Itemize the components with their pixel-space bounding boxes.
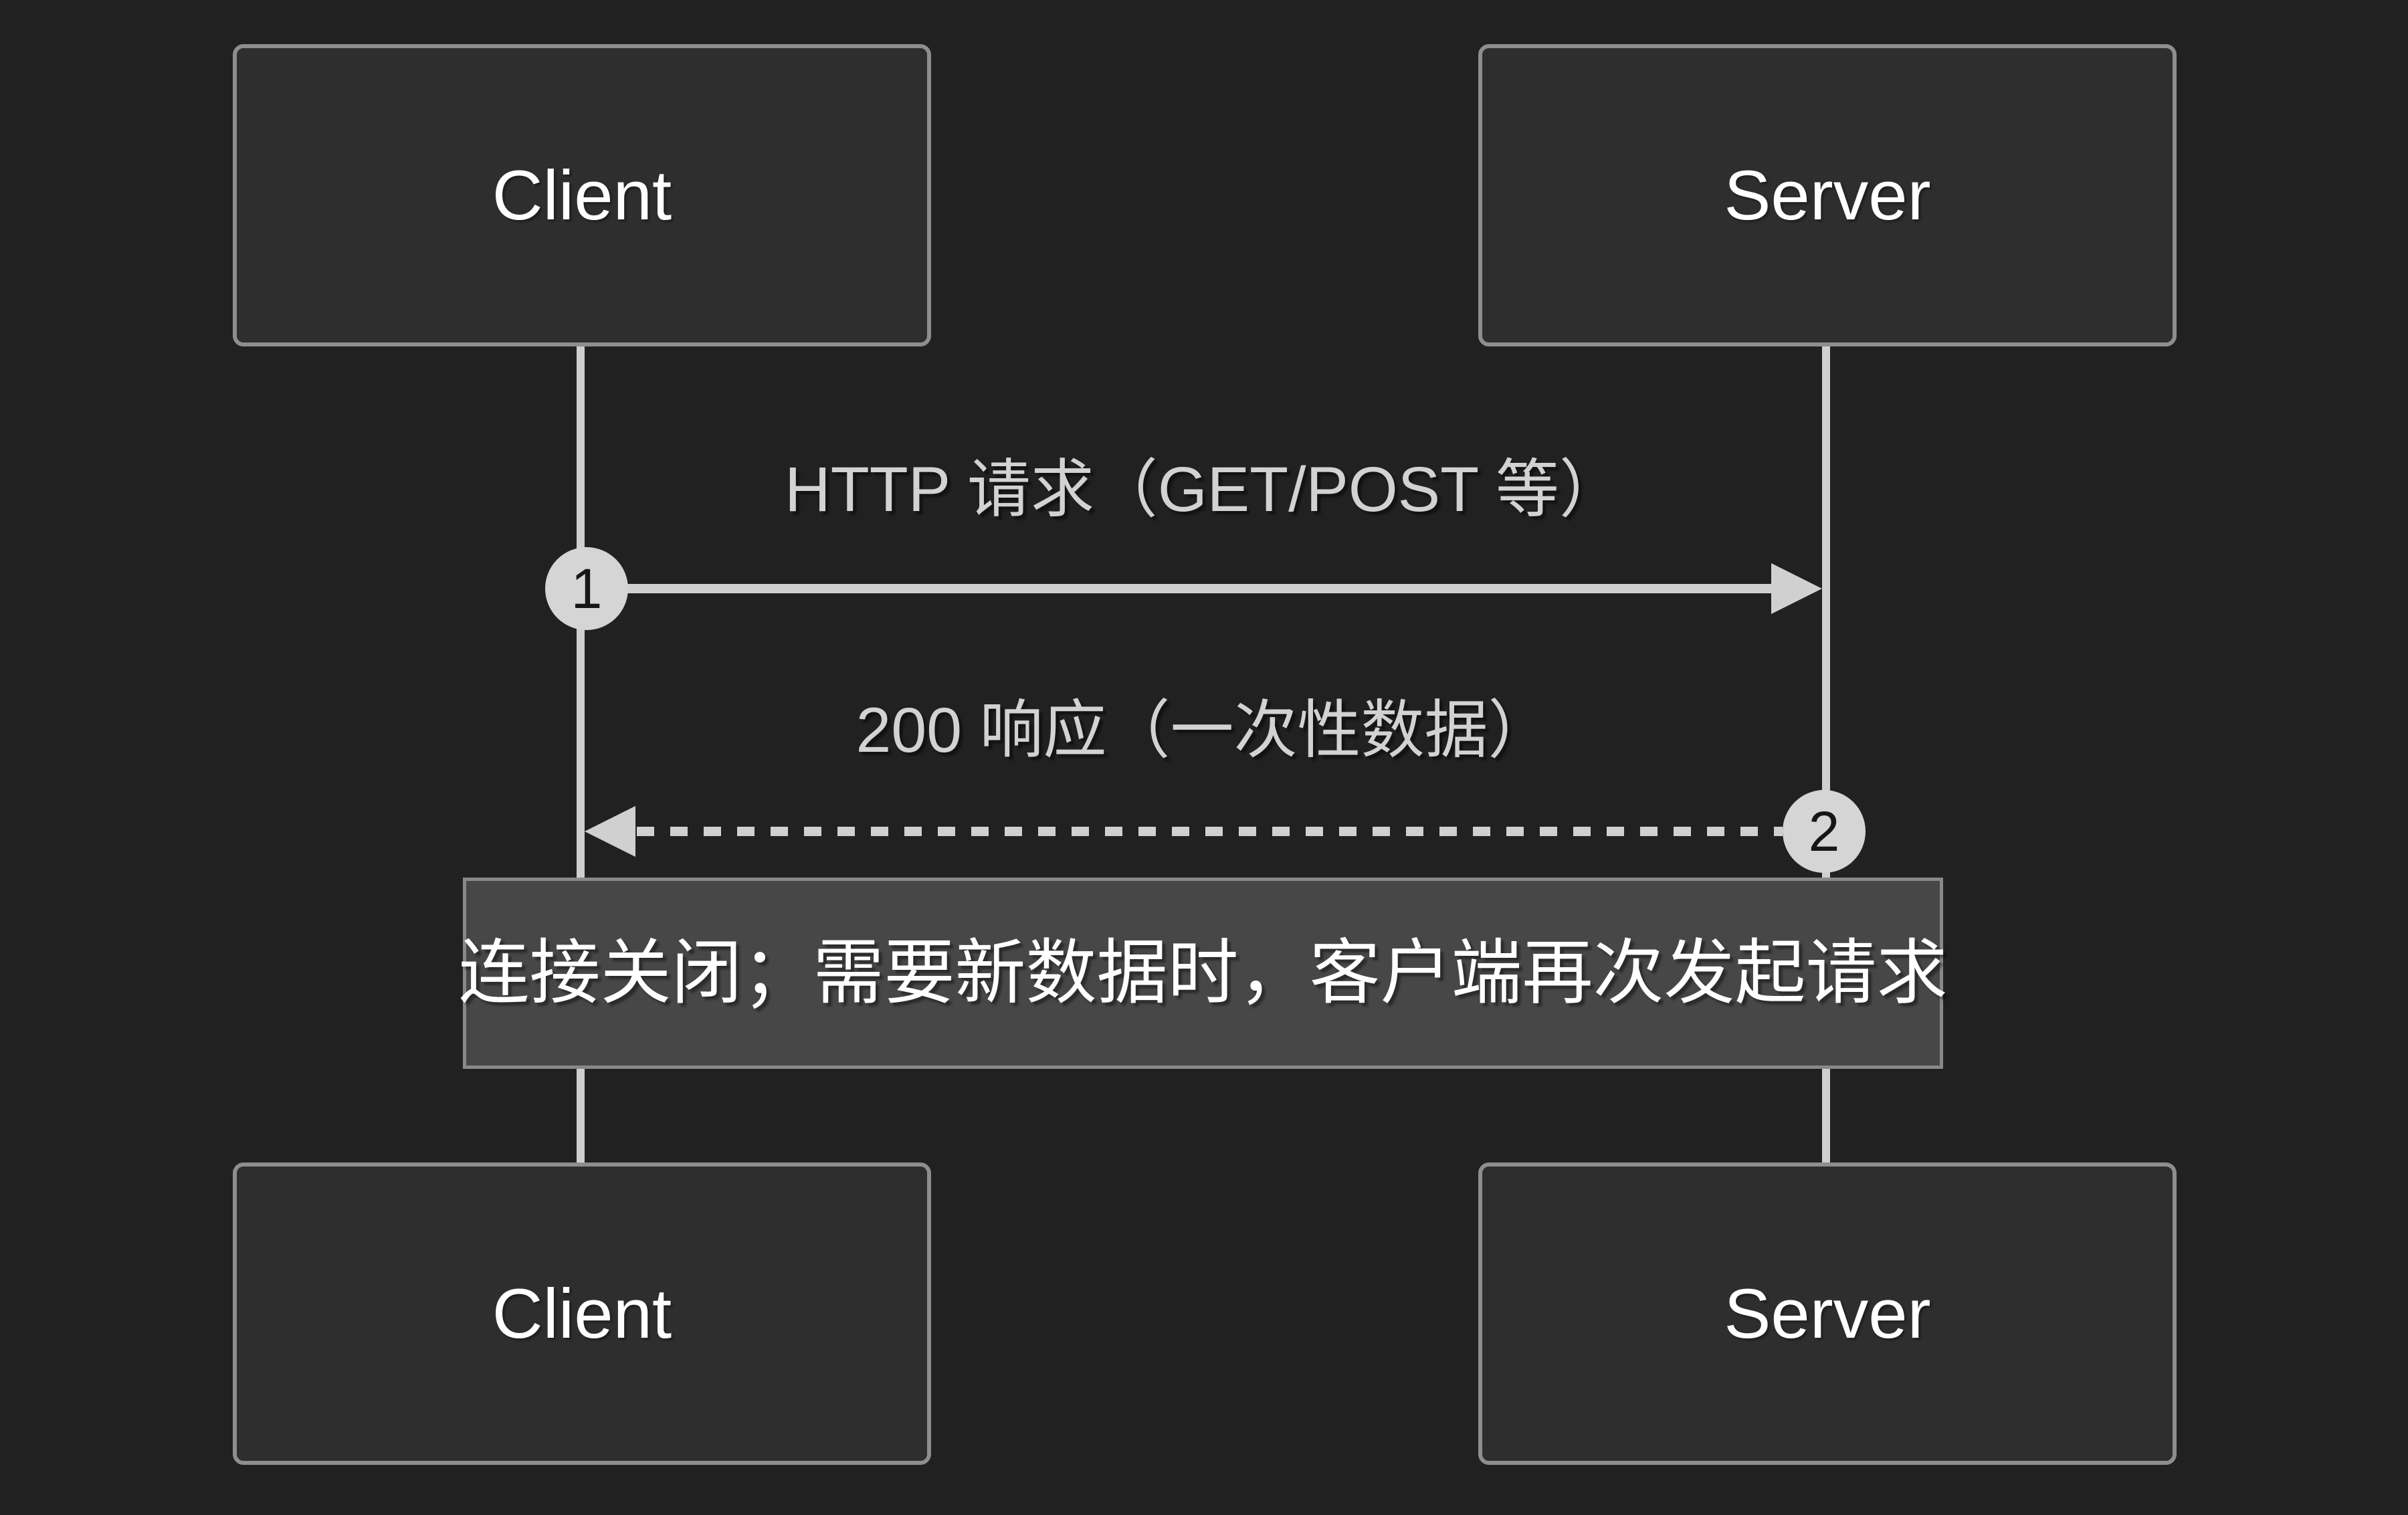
message-1-arrowhead-icon bbox=[1771, 563, 1822, 614]
message-2-arrowhead-icon bbox=[585, 806, 635, 857]
actor-box-client-bottom: Client bbox=[233, 1163, 931, 1465]
actor-box-server-bottom: Server bbox=[1478, 1163, 2177, 1465]
actor-label-client-bottom: Client bbox=[492, 1274, 672, 1353]
message-2-arrow-line bbox=[637, 827, 1783, 836]
message-1-label: HTTP 请求（GET/POST 等） bbox=[785, 453, 1623, 525]
note-text: 连接关闭；需要新数据时，客户端再次发起请求 bbox=[458, 934, 1948, 1013]
sequence-number-2-badge: 2 bbox=[1783, 790, 1866, 873]
note-box: 连接关闭；需要新数据时，客户端再次发起请求 bbox=[459, 878, 1948, 1069]
actor-box-server-top: Server bbox=[1478, 44, 2177, 346]
actor-label-server-top: Server bbox=[1724, 156, 1931, 235]
sequence-number-1-badge: 1 bbox=[545, 547, 628, 630]
actor-label-client-top: Client bbox=[492, 156, 672, 235]
actor-label-server-bottom: Server bbox=[1724, 1274, 1931, 1353]
message-1-arrow-line bbox=[581, 584, 1778, 593]
message-2-label: 200 响应（一次性数据） bbox=[856, 694, 1552, 766]
actor-box-client-top: Client bbox=[233, 44, 931, 346]
